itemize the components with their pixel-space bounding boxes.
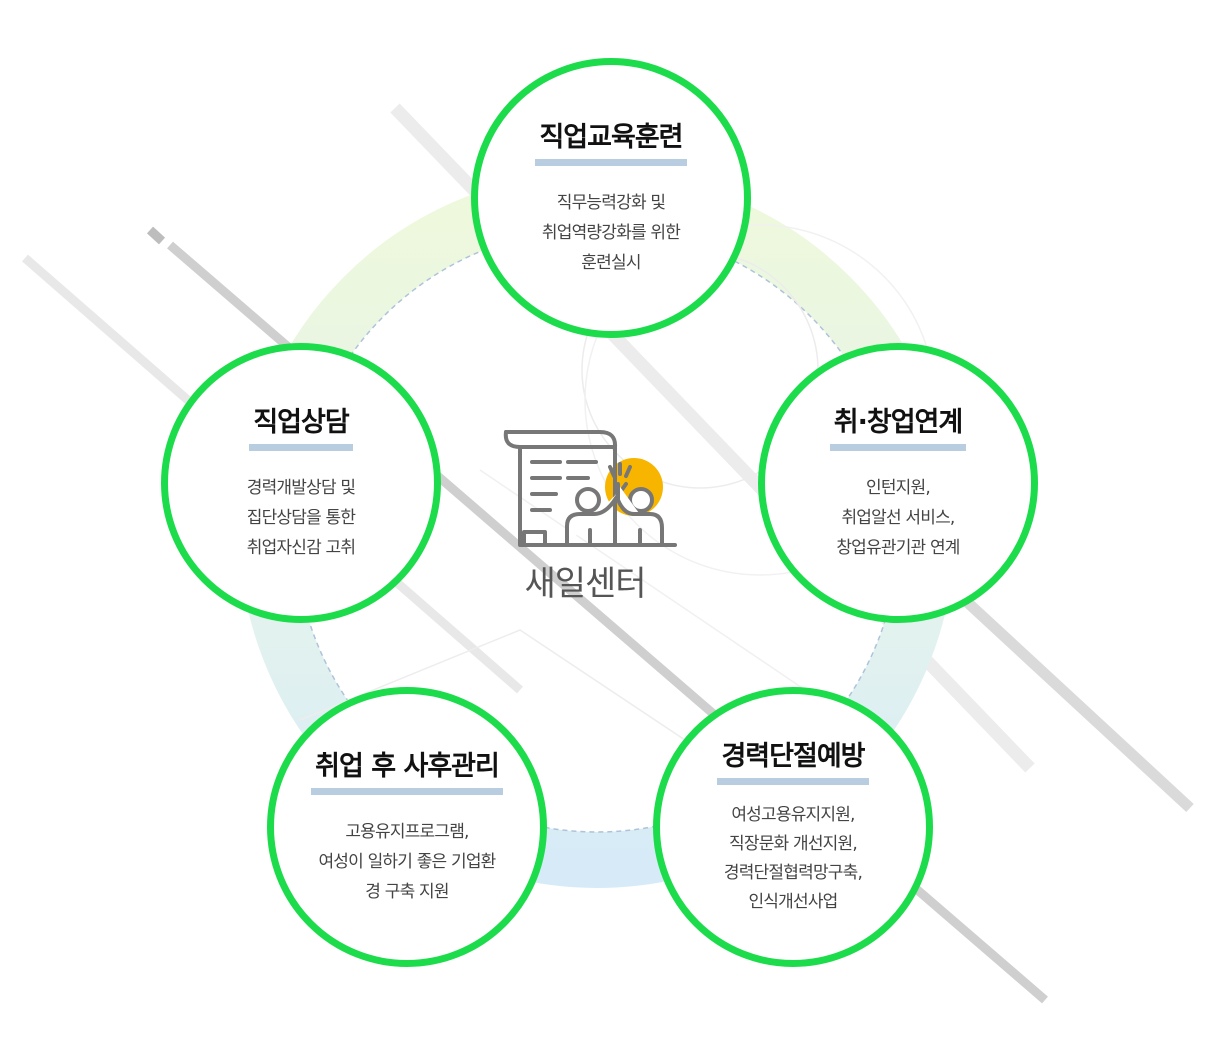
node-description-line: 경력개발상담 및 [246,477,356,498]
node-title: 취업 후 사후관리 [311,748,503,795]
node-description-line: 집단상담을 통한 [246,507,356,528]
node-description: 여성고용유지지원, 직장문화 개선지원, 경력단절협력망구축, 인식개선사업 [723,801,863,917]
node-description: 인턴지원, 취업알선 서비스, 창업유관기관 연계 [836,473,960,563]
node-description-line: 취업역량강화를 위한 [541,222,681,243]
node-employment-link: 취·창업연계 인턴지원, 취업알선 서비스, 창업유관기관 연계 [758,343,1038,623]
node-description-line: 여성고용유지지원, [731,804,855,825]
node-description: 직무능력강화 및 취업역량강화를 위한 훈련실시 [541,188,681,278]
node-description-line: 인턴지원, [866,477,931,498]
node-description-line: 고용유지프로그램, [345,821,469,842]
node-description-line: 취업자신감 고취 [246,537,356,558]
node-description: 고용유지프로그램, 여성이 일하기 좋은 기업환 경 구축 지원 [318,817,496,907]
teamwork-high-five-icon [503,430,677,547]
node-description-line: 직무능력강화 및 [556,192,666,213]
node-description-line: 훈련실시 [581,252,641,273]
node-description: 경력개발상담 및 집단상담을 통한 취업자신감 고취 [246,473,356,563]
node-title: 취·창업연계 [829,404,967,451]
node-description-line: 취업알선 서비스, [841,507,955,528]
node-title: 경력단절예방 [717,738,869,785]
node-title: 직업상담 [249,404,353,451]
node-description-line: 창업유관기관 연계 [836,537,960,558]
node-description-line: 경력단절협력망구축, [723,862,863,883]
node-description-line: 경 구축 지원 [365,881,449,902]
node-description-line: 인식개선사업 [748,891,838,912]
node-description-line: 직장문화 개선지원, [729,833,858,854]
node-career-break-prevention: 경력단절예방 여성고용유지지원, 직장문화 개선지원, 경력단절협력망구축, 인… [653,687,933,967]
node-job-training: 직업교육훈련 직무능력강화 및 취업역량강화를 위한 훈련실시 [471,58,751,338]
node-description-line: 여성이 일하기 좋은 기업환 [318,851,496,872]
node-post-employment-care: 취업 후 사후관리 고용유지프로그램, 여성이 일하기 좋은 기업환 경 구축 … [267,687,547,967]
node-title: 직업교육훈련 [535,119,687,166]
node-job-counseling: 직업상담 경력개발상담 및 집단상담을 통한 취업자신감 고취 [161,343,441,623]
center-label: 새일센터 [524,564,646,604]
